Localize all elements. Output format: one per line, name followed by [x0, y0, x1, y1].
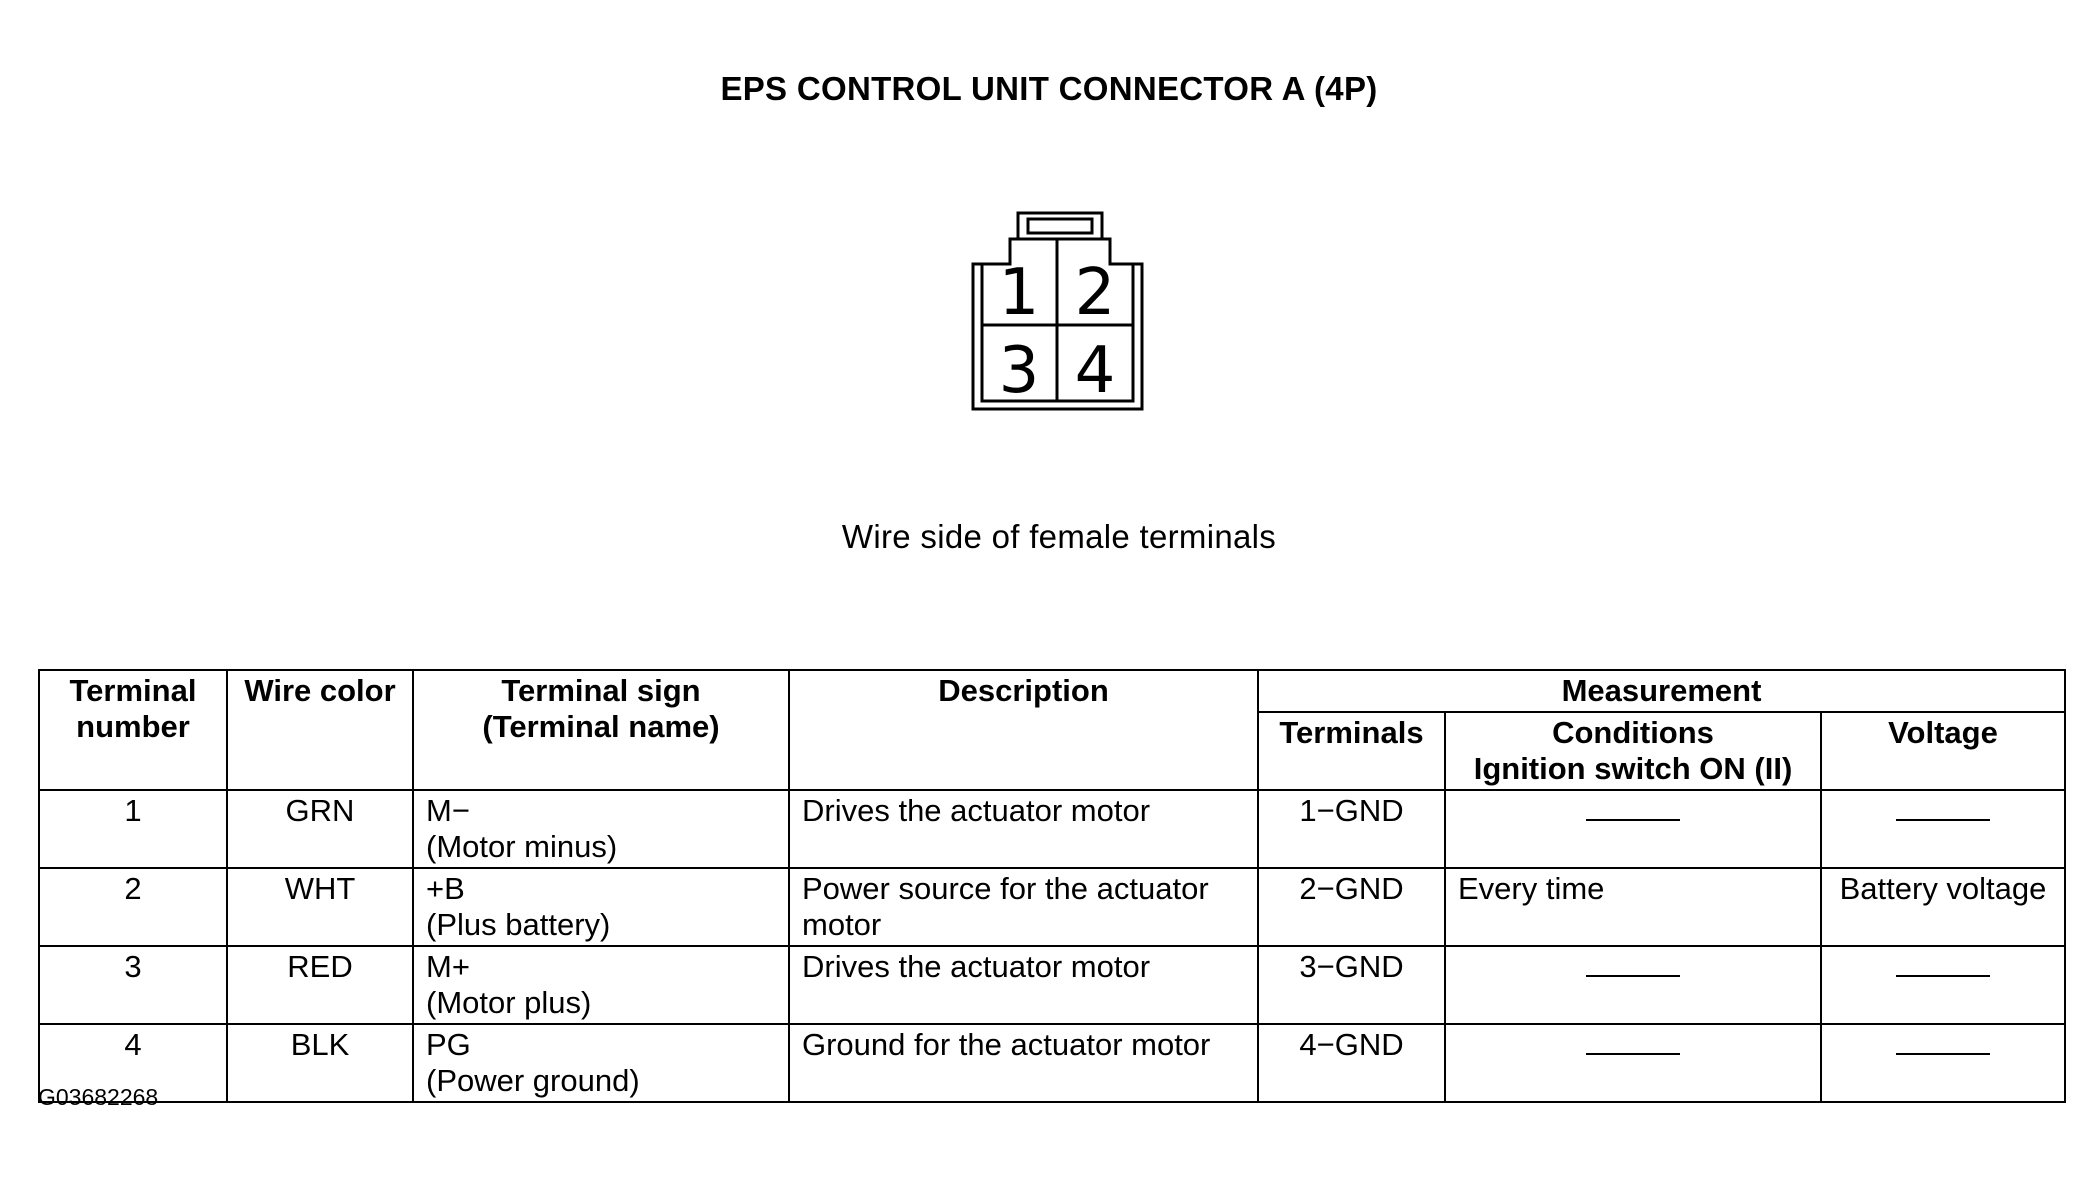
not-applicable-dash [1586, 1052, 1680, 1055]
terminal-sign: M− [426, 793, 470, 828]
header-conditions: Conditions Ignition switch ON (II) [1444, 711, 1822, 791]
cell-conditions [1444, 789, 1822, 869]
header-terminal-number: Terminal number [38, 669, 228, 791]
terminal-table: Terminal number Wire color Terminal sign… [38, 669, 2067, 1103]
header-terminal-sign-line1: Terminal sign [501, 673, 701, 708]
cell-conditions [1444, 1023, 1822, 1103]
cell-voltage [1819, 1023, 2067, 1103]
connector-lock-tab-inner [1026, 217, 1094, 235]
terminal-name: (Motor plus) [426, 985, 592, 1020]
cell-terminal-sign: +B (Plus battery) [412, 867, 790, 947]
not-applicable-dash [1896, 974, 1990, 977]
not-applicable-dash [1586, 974, 1680, 977]
header-terminal-sign-line2: (Terminal name) [482, 709, 720, 744]
connector-housing [971, 237, 1144, 411]
connector-diagram: 1 2 3 4 [971, 211, 1144, 411]
figure-id: G03682268 [38, 1084, 159, 1110]
terminal-name: (Motor minus) [426, 829, 618, 864]
cell-terminals: 3−GND [1257, 945, 1446, 1025]
header-conditions-line2: Ignition switch ON (II) [1473, 751, 1793, 786]
cell-conditions: Every time [1444, 867, 1822, 947]
cell-description: Ground for the actuator motor [788, 1023, 1259, 1103]
not-applicable-dash [1896, 1052, 1990, 1055]
cell-wire-color: WHT [226, 867, 414, 947]
diagram-title: EPS CONTROL UNIT CONNECTOR A (4P) [720, 70, 1378, 107]
header-voltage: Voltage [1819, 711, 2067, 791]
cell-description: Drives the actuator motor [788, 789, 1259, 869]
cell-terminal-sign: M− (Motor minus) [412, 789, 790, 869]
header-wire-color: Wire color [226, 669, 414, 791]
pin-label-1: 1 [999, 256, 1040, 330]
cell-terminal-number: 1 [38, 789, 228, 869]
cell-voltage: Battery voltage [1819, 867, 2067, 947]
not-applicable-dash [1586, 818, 1680, 821]
terminal-sign: PG [426, 1027, 471, 1062]
cell-terminal-sign: M+ (Motor plus) [412, 945, 790, 1025]
cell-terminal-sign: PG (Power ground) [412, 1023, 790, 1103]
pin-label-2: 2 [1075, 256, 1116, 330]
cell-terminal-number: 2 [38, 867, 228, 947]
table-subheader-row: Terminals Conditions Ignition switch ON … [39, 711, 2067, 791]
table-row: 4 BLK PG (Power ground) Ground for the a… [38, 1023, 2067, 1103]
cell-description: Power source for the actuator motor [788, 867, 1259, 947]
table-header-row: Terminal number Wire color Terminal sign… [38, 669, 2067, 791]
header-terminals: Terminals [1257, 711, 1446, 791]
cell-voltage [1819, 789, 2067, 869]
connector-lock-tab [1016, 211, 1104, 241]
cell-wire-color: BLK [226, 1023, 414, 1103]
table-row: 1 GRN M− (Motor minus) Drives the actuat… [38, 789, 2067, 869]
cell-terminals: 1−GND [1257, 789, 1446, 869]
connector-caption: Wire side of female terminals [841, 518, 1277, 555]
terminal-name: (Power ground) [426, 1063, 640, 1098]
table-row: 2 WHT +B (Plus battery) Power source for… [38, 867, 2067, 947]
table-row: 3 RED M+ (Motor plus) Drives the actuato… [38, 945, 2067, 1025]
cell-wire-color: RED [226, 945, 414, 1025]
terminal-sign: M+ [426, 949, 470, 984]
header-description: Description [788, 669, 1259, 791]
header-conditions-line1: Conditions [1552, 715, 1714, 750]
cell-conditions [1444, 945, 1822, 1025]
cell-terminals: 4−GND [1257, 1023, 1446, 1103]
pin-label-3: 3 [999, 334, 1040, 408]
cell-description: Drives the actuator motor [788, 945, 1259, 1025]
header-terminal-sign: Terminal sign (Terminal name) [412, 669, 790, 791]
terminal-name: (Plus battery) [426, 907, 611, 942]
cell-terminal-number: 3 [38, 945, 228, 1025]
cell-wire-color: GRN [226, 789, 414, 869]
not-applicable-dash [1896, 818, 1990, 821]
cell-terminal-number: 4 [38, 1023, 228, 1103]
cell-voltage [1819, 945, 2067, 1025]
cell-terminals: 2−GND [1257, 867, 1446, 947]
header-measurement: Measurement [1256, 669, 2067, 713]
terminal-sign: +B [426, 871, 465, 906]
pin-label-4: 4 [1075, 334, 1116, 408]
